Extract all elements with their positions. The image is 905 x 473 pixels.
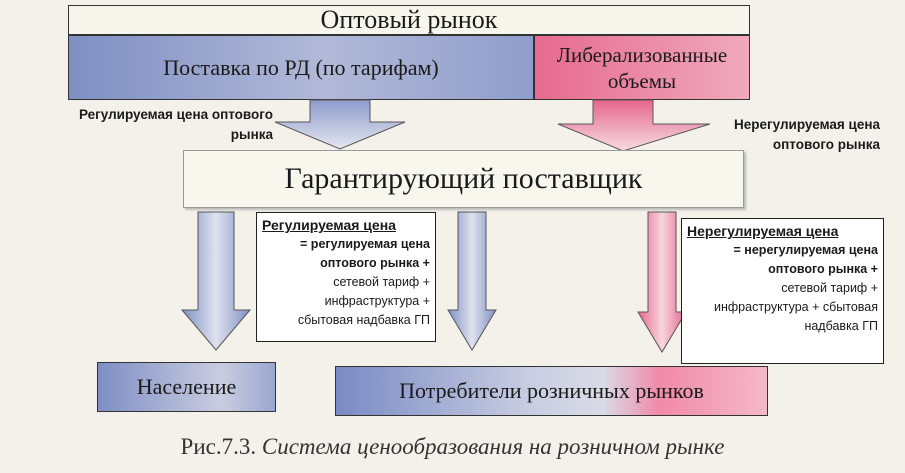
unregulated-note-title: Нерегулируемая цена [687, 223, 839, 239]
liberalized-volumes-label: Либерализованные объемы [557, 42, 727, 94]
unregulated-note-line4: инфраструктура + сбытовая [714, 300, 878, 314]
liberalized-line1: Либерализованные [556, 42, 728, 67]
regulated-note-line2: оптового рынка + [320, 256, 430, 270]
regulated-wholesale-price-label: Регулируемая цена оптового рынка [3, 105, 273, 145]
regulated-price-note: Регулируемая цена = регулируемая цена оп… [256, 212, 436, 342]
regulated-price-line1: Регулируемая цена оптового [78, 107, 273, 122]
regulated-note-line4: инфраструктура + [324, 294, 430, 308]
unregulated-note-line2: оптового рынка + [768, 262, 878, 276]
arrow-pink-down-top [557, 99, 711, 152]
regulated-price-line2: рынка [230, 127, 273, 142]
unregulated-note-line5: надбавка ГП [804, 319, 878, 333]
liberalized-line2: объемы [607, 68, 677, 93]
arrow-blue-down-top [274, 99, 406, 150]
unregulated-note-line1: = нерегулируемая цена [733, 243, 878, 257]
regulated-note-line5: сбытовая надбавка ГП [297, 313, 430, 327]
caption-text: Система ценообразования на розничном рын… [261, 434, 725, 459]
unregulated-wholesale-price-label: Нерегулируемая цена оптового рынка [640, 115, 880, 155]
unregulated-price-note: Нерегулируемая цена = нерегулируемая цен… [681, 218, 884, 364]
regulated-note-title: Регулируемая цена [262, 217, 396, 233]
arrow-pink-to-consumers [637, 211, 687, 353]
wholesale-market-box: Оптовый рынок [68, 5, 750, 35]
supply-rd-label: Поставка по РД (по тарифам) [163, 54, 439, 80]
regulated-note-line3: сетевой тариф + [333, 275, 430, 289]
unregulated-price-line2: оптового рынка [772, 137, 880, 152]
arrow-blue-to-population [180, 211, 252, 351]
retail-consumers-label: Потребители розничных рынков [399, 378, 704, 403]
figure-caption: Рис.7.3. Система ценообразования на розн… [0, 434, 905, 460]
unregulated-price-line1: Нерегулируемая цена [734, 117, 880, 132]
caption-prefix: Рис.7.3. [180, 434, 257, 459]
unregulated-note-line3: сетевой тариф + [781, 281, 878, 295]
guaranteeing-supplier-label: Гарантирующий поставщик [284, 162, 643, 195]
liberalized-volumes-box: Либерализованные объемы [534, 35, 750, 100]
supply-rd-box: Поставка по РД (по тарифам) [68, 35, 534, 100]
arrow-blue-to-consumers [447, 211, 497, 351]
guaranteeing-supplier-box: Гарантирующий поставщик [183, 150, 744, 208]
regulated-note-line1: = регулируемая цена [300, 237, 430, 251]
population-label: Население [136, 374, 237, 399]
population-box: Население [97, 362, 276, 412]
retail-consumers-box: Потребители розничных рынков [335, 366, 768, 416]
wholesale-market-label: Оптовый рынок [320, 5, 498, 34]
